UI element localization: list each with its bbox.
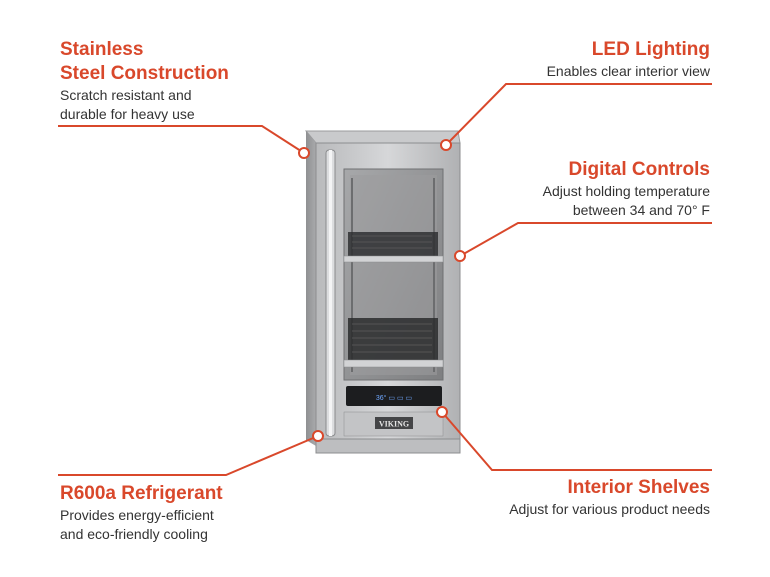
callout-title: LED Lighting bbox=[591, 39, 710, 60]
digital-leader bbox=[459, 222, 712, 257]
shelves-leader bbox=[441, 411, 712, 471]
callout-stainless-steel: Stainless Steel Construction Scratch res… bbox=[60, 38, 229, 124]
cabinet-base bbox=[315, 438, 461, 454]
callout-description: between 34 and 70° F bbox=[572, 202, 710, 218]
callout-led-lighting: LED Lighting Enables clear interior view bbox=[547, 38, 710, 81]
callout-title: Steel Construction bbox=[60, 63, 229, 84]
control-display: 36° ▭ ▭ ▭ bbox=[376, 394, 412, 402]
callout-description: Provides energy-efficient bbox=[60, 507, 214, 523]
callout-description: durable for heavy use bbox=[60, 106, 195, 122]
digital-marker bbox=[454, 250, 466, 262]
callout-interior-shelves: Interior Shelves Adjust for various prod… bbox=[509, 476, 710, 519]
refrigerant-leader bbox=[58, 435, 319, 476]
callout-title: Digital Controls bbox=[568, 159, 710, 180]
led-marker bbox=[440, 139, 452, 151]
callout-description: Scratch resistant and bbox=[60, 87, 192, 103]
callout-title: R600a Refrigerant bbox=[60, 483, 223, 504]
stainless-leader bbox=[58, 125, 305, 154]
callout-refrigerant: R600a Refrigerant Provides energy-effici… bbox=[60, 482, 223, 544]
callout-description: and eco-friendly cooling bbox=[60, 526, 208, 542]
led-leader bbox=[445, 83, 712, 146]
cabinet-side bbox=[306, 131, 316, 446]
callout-description: Adjust for various product needs bbox=[509, 501, 710, 517]
shelf-upper bbox=[343, 232, 444, 263]
brand-logo: VIKING bbox=[379, 420, 409, 429]
brand-plate bbox=[375, 417, 413, 429]
shelf-lower bbox=[343, 318, 444, 368]
callout-digital-controls: Digital Controls Adjust holding temperat… bbox=[543, 158, 710, 220]
callout-title: Interior Shelves bbox=[567, 477, 710, 498]
control-panel bbox=[346, 386, 442, 406]
shelves-marker bbox=[436, 406, 448, 418]
callout-description: Adjust holding temperature bbox=[542, 183, 710, 199]
stainless-marker bbox=[298, 147, 310, 159]
refrigerant-marker bbox=[312, 430, 324, 442]
callout-description: Enables clear interior view bbox=[546, 63, 710, 79]
callout-title: Stainless bbox=[60, 39, 144, 60]
